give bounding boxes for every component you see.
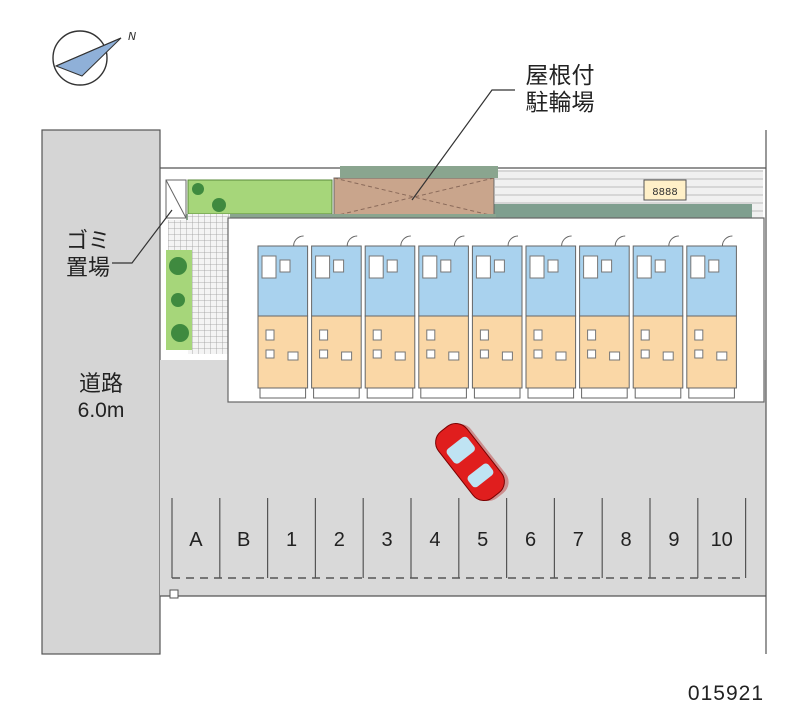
bike-parking-label-2: 駐輪場 (526, 90, 595, 116)
parking-slot-label: B (237, 529, 250, 551)
roofed-bike-parking (333, 166, 498, 217)
planting-top (187, 179, 333, 215)
apartment-unit (471, 235, 523, 399)
apartment-unit (579, 235, 630, 399)
parking-slot-label: 3 (382, 529, 393, 551)
svg-text:8888: 8888 (652, 187, 677, 198)
garbage-area (165, 179, 187, 219)
bike-parking-label-1: 屋根付 (526, 63, 595, 89)
walkway (188, 214, 230, 354)
road (41, 129, 161, 655)
parking-slot-label: 5 (477, 529, 488, 551)
apartment-unit (686, 235, 737, 399)
parking-slot-label: 2 (334, 529, 345, 551)
apartment-unit (632, 235, 684, 399)
apartment-unit (364, 235, 416, 399)
parking-slot-label: 7 (573, 529, 584, 551)
parking-slot-label: 8 (621, 529, 632, 551)
car-icon (435, 422, 509, 502)
garbage-label-2: 置場 (66, 256, 110, 281)
bike-rack: 8888 (643, 179, 687, 201)
parking-slot-label: 10 (711, 529, 733, 551)
parking-slot-label: 1 (286, 529, 297, 551)
road-width-label: 6.0m (78, 399, 125, 422)
road-label: 道路 (79, 372, 123, 397)
apartment-unit (257, 235, 309, 399)
parking-slot-label: 9 (668, 529, 679, 551)
parking-slot-label: A (189, 529, 203, 551)
compass-icon: N (52, 30, 136, 86)
apartment-unit (311, 235, 362, 399)
apartment-units (257, 235, 737, 399)
parking-slot-label: 6 (525, 529, 536, 551)
apartment-unit (418, 235, 469, 399)
compass-north-label: N (128, 30, 136, 43)
parking-slots: A B 1 2 3 4 5 6 7 8 9 10 (171, 498, 747, 578)
parking-slot-label: 4 (429, 529, 440, 551)
apartment-unit (525, 235, 577, 399)
garbage-label-1: ゴミ (66, 229, 110, 254)
reference-number: 015921 (688, 682, 764, 705)
